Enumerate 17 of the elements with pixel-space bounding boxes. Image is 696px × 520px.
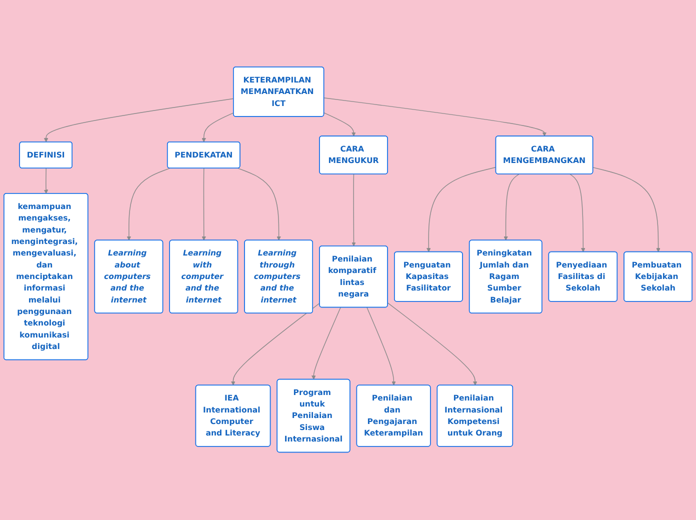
arrow <box>570 174 586 253</box>
arrow <box>44 98 234 143</box>
arrow <box>312 308 341 380</box>
arrow <box>366 308 396 386</box>
arrow <box>324 98 547 137</box>
arrow <box>44 168 48 194</box>
arrow <box>352 174 356 247</box>
arrow <box>592 168 660 253</box>
arrow <box>202 112 234 143</box>
arrow <box>426 167 496 253</box>
arrow <box>324 112 356 137</box>
arrow <box>202 168 206 241</box>
arrow <box>126 168 170 241</box>
arrow <box>231 303 320 386</box>
arrow <box>238 168 281 241</box>
arrow <box>504 174 520 241</box>
arrow <box>387 302 478 386</box>
